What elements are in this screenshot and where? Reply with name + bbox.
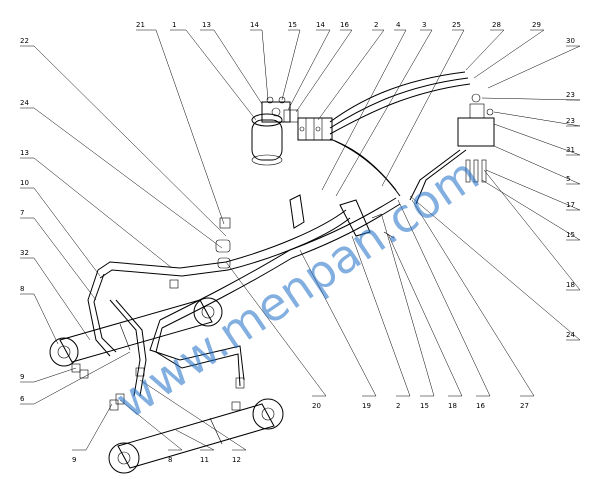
callout-1-top: 1 bbox=[172, 21, 176, 29]
callout-3-top: 3 bbox=[422, 21, 426, 29]
callout-18-bottom: 18 bbox=[448, 402, 457, 410]
callout-23b-right: 23 bbox=[566, 117, 575, 125]
right-valve-assembly bbox=[409, 93, 495, 205]
callout-9-left: 9 bbox=[20, 373, 24, 381]
control-valve-block bbox=[297, 117, 333, 141]
callout-11-bottom: 11 bbox=[200, 456, 209, 464]
callout-15-top: 15 bbox=[288, 21, 297, 29]
callout-2-bottom: 2 bbox=[396, 402, 400, 410]
callout-4-top: 4 bbox=[396, 21, 401, 29]
callout-15-right: 15 bbox=[566, 231, 575, 239]
callout-32-left: 32 bbox=[20, 249, 29, 257]
callout-14a-top: 14 bbox=[250, 21, 259, 29]
callout-13-left: 13 bbox=[20, 149, 29, 157]
callout-19-bottom: 19 bbox=[362, 402, 371, 410]
leader-lines bbox=[20, 29, 581, 451]
callout-29-top: 29 bbox=[532, 21, 541, 29]
callout-16-top: 16 bbox=[340, 21, 349, 29]
callout-9-bottom: 9 bbox=[72, 456, 76, 464]
callout-13-top: 13 bbox=[202, 21, 211, 29]
callout-15-bottom: 15 bbox=[420, 402, 429, 410]
callout-22-left: 22 bbox=[20, 37, 29, 45]
callout-7-left: 7 bbox=[20, 209, 24, 217]
callout-17-right: 17 bbox=[566, 201, 575, 209]
callout-10-left: 10 bbox=[20, 179, 29, 187]
callout-8-bottom: 8 bbox=[168, 456, 172, 464]
upper-hydraulic-cylinder bbox=[49, 297, 223, 367]
callout-23a-right: 23 bbox=[566, 91, 575, 99]
middle-pipes bbox=[97, 197, 401, 329]
bracket-parts bbox=[215, 194, 395, 269]
callout-6-left: 6 bbox=[20, 395, 25, 403]
callout-27-bottom: 27 bbox=[520, 402, 529, 410]
callout-24-left: 24 bbox=[20, 99, 29, 107]
callout-14b-top: 14 bbox=[316, 21, 325, 29]
callout-12-bottom: 12 bbox=[232, 456, 241, 464]
lower-hydraulic-cylinder bbox=[108, 398, 284, 474]
callout-labels: 21 1 13 14 15 14 16 2 4 3 25 28 29 30 23… bbox=[20, 21, 575, 464]
callout-20-bottom: 20 bbox=[312, 402, 321, 410]
callout-31-right: 31 bbox=[566, 146, 575, 154]
callout-5-right: 5 bbox=[566, 175, 570, 183]
left-pipe-loop bbox=[87, 269, 245, 397]
callout-28-top: 28 bbox=[492, 21, 501, 29]
callout-2-top: 2 bbox=[374, 21, 378, 29]
upper-hose-bundle bbox=[329, 71, 471, 197]
callout-24-right: 24 bbox=[566, 331, 575, 339]
callout-16-bottom: 16 bbox=[476, 402, 485, 410]
callout-25-top: 25 bbox=[452, 21, 461, 29]
small-fittings bbox=[71, 279, 245, 411]
hydraulic-pump-assembly bbox=[251, 96, 299, 166]
callout-8-left: 8 bbox=[20, 285, 24, 293]
callout-18-right: 18 bbox=[566, 281, 575, 289]
callout-21-top: 21 bbox=[136, 21, 145, 29]
callout-30-right: 30 bbox=[566, 37, 575, 45]
